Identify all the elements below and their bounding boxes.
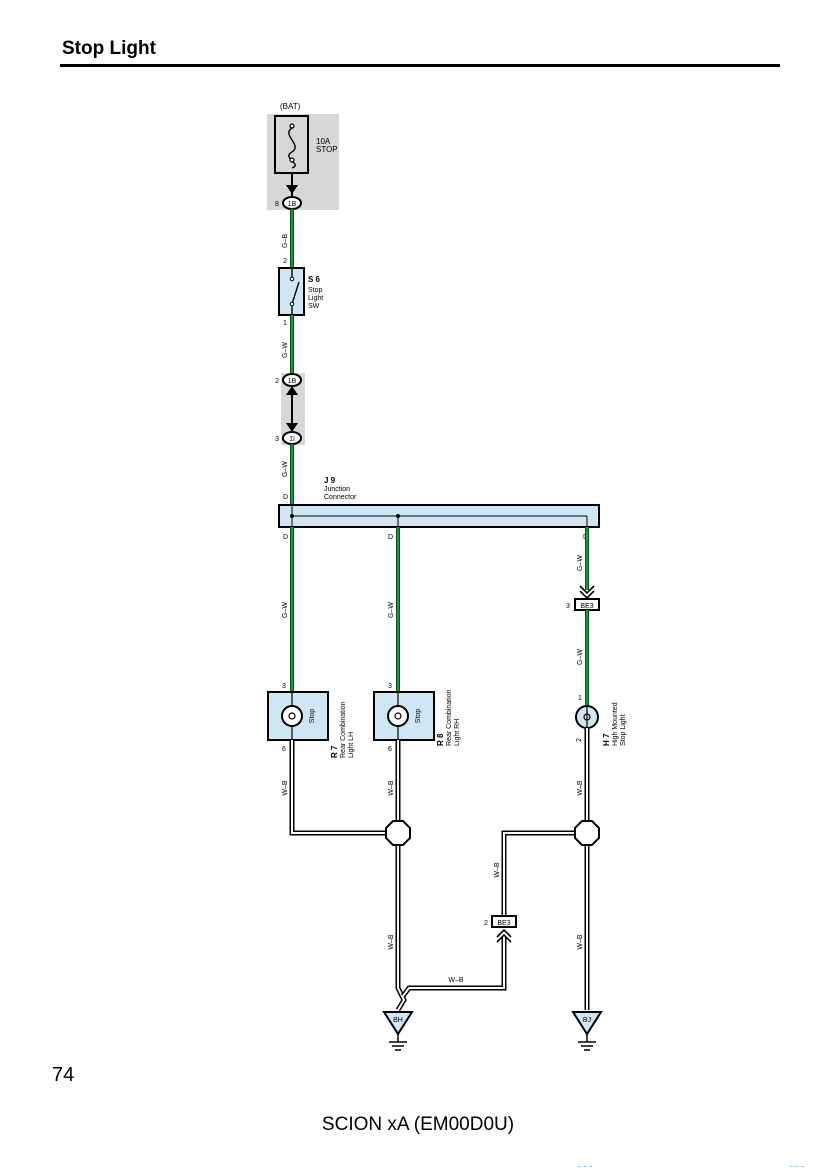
connector-1i-pin: 3 bbox=[275, 436, 279, 443]
chevron-up-icon bbox=[496, 928, 512, 943]
arrow-up-icon bbox=[286, 386, 298, 395]
wire-label-wb-4: W–B bbox=[494, 862, 501, 878]
wire-gb bbox=[290, 209, 294, 268]
r8-code: R 8 bbox=[436, 733, 445, 746]
connector-be3-lower-pin: 2 bbox=[484, 920, 488, 927]
switch-code: S 6 bbox=[308, 275, 321, 284]
fuse-rating: 10A bbox=[316, 137, 331, 146]
junction-pin-in: D bbox=[283, 494, 288, 501]
fuse-name: STOP bbox=[316, 145, 338, 154]
bulb-icon bbox=[575, 705, 599, 729]
connector-be3-upper-label: BE3 bbox=[580, 603, 593, 610]
h7-pin-top: 1 bbox=[578, 695, 582, 702]
h7-name-1: High Mounted bbox=[612, 702, 619, 746]
r8-pin-top: 3 bbox=[388, 683, 392, 690]
ground-icon bbox=[382, 1011, 414, 1051]
ground-bj-label: BJ bbox=[583, 1017, 591, 1024]
wire-label-gw-4: G–W bbox=[388, 602, 395, 618]
wire-label-gw-2: G–W bbox=[282, 461, 289, 477]
junction-pin-out2: D bbox=[388, 534, 393, 541]
connector-1b-top-pin: 8 bbox=[275, 201, 279, 208]
h7-code: H 7 bbox=[602, 733, 611, 746]
wire-label-gw-6: G–W bbox=[577, 649, 584, 665]
decorative-dash-right bbox=[790, 1166, 804, 1167]
r7-name-1: Rear Combination bbox=[340, 701, 347, 758]
wire-label-wb-5: W–B bbox=[388, 934, 395, 950]
junction-name-1: Junction bbox=[324, 486, 350, 493]
wire-label-wb-6: W–B bbox=[577, 934, 584, 950]
page-number: 74 bbox=[52, 1064, 75, 1086]
splice-point-left bbox=[385, 820, 411, 846]
connector-1b-mid-pin: 2 bbox=[275, 378, 279, 385]
connector-be3-upper-pin: 3 bbox=[566, 603, 570, 610]
r8-pin-bottom: 6 bbox=[388, 746, 392, 753]
r7-bulb-label: Stop bbox=[309, 709, 316, 724]
wire-label-gw-5: G–W bbox=[577, 555, 584, 571]
fuse-box-shade bbox=[267, 114, 339, 210]
arrow-down-icon bbox=[286, 423, 298, 432]
r7-name-2: Light LH bbox=[348, 732, 355, 758]
wire-label-wb-3: W–B bbox=[577, 780, 584, 796]
junction-bus bbox=[290, 505, 588, 527]
connector-1b-mid-label: 1B bbox=[288, 378, 297, 385]
wire-label-wb-2: W–B bbox=[388, 780, 395, 796]
junction-code: J 9 bbox=[324, 476, 336, 485]
h7-pin-bottom: 2 bbox=[576, 738, 583, 742]
arrow-down-icon bbox=[286, 185, 298, 194]
r8-name-2: Light RH bbox=[454, 719, 461, 746]
ground-icon bbox=[571, 1011, 603, 1051]
switch-name-1: Stop bbox=[308, 287, 323, 294]
bulb-icon bbox=[387, 692, 409, 740]
page-footer: SCION xA (EM00D0U) bbox=[321, 1114, 515, 1135]
ground-wiring bbox=[289, 728, 590, 1012]
junction-name-2: Connector bbox=[324, 494, 357, 501]
wire-label-gw-1: G–W bbox=[282, 342, 289, 358]
bulb-icon bbox=[281, 692, 303, 740]
connector-1i-label: 1I bbox=[289, 436, 295, 443]
wire-gw-6 bbox=[585, 610, 589, 705]
switch-pin-top: 2 bbox=[283, 258, 287, 265]
wire-gw-2 bbox=[290, 444, 294, 505]
ground-bh-label: BH bbox=[393, 1017, 403, 1024]
switch-name-3: SW bbox=[308, 303, 320, 310]
title-rule bbox=[60, 64, 780, 67]
switch-icon bbox=[289, 268, 300, 315]
wire-gw-3 bbox=[290, 527, 294, 692]
connector-1b-top-label: 1B bbox=[288, 201, 297, 208]
r7-code: R 7 bbox=[330, 745, 339, 758]
rear-light-rh-r8 bbox=[373, 691, 435, 741]
wire-label-wb-7: W–B bbox=[448, 977, 464, 984]
wire-label-gb: G–B bbox=[282, 234, 289, 248]
page-title: Stop Light bbox=[62, 38, 156, 59]
wire-gw-5 bbox=[585, 527, 589, 590]
decorative-dash-left bbox=[578, 1166, 592, 1167]
r7-pin-top: 3 bbox=[282, 683, 286, 690]
wire-label-gw-3: G–W bbox=[282, 602, 289, 618]
r8-name-1: Rear Combination bbox=[446, 689, 453, 746]
h7-name-2: Stop Light bbox=[620, 714, 627, 746]
wire-gw-1 bbox=[290, 315, 294, 374]
bat-label: (BAT) bbox=[280, 102, 301, 111]
r8-bulb-label: Stop bbox=[415, 709, 422, 724]
connector-be3-lower-label: BE3 bbox=[497, 920, 510, 927]
splice-point-right bbox=[574, 820, 600, 846]
junction-pin-out1: D bbox=[283, 534, 288, 541]
wire-gw-4 bbox=[396, 527, 400, 692]
wire-label-wb-1: W–B bbox=[282, 780, 289, 796]
r7-pin-bottom: 6 bbox=[282, 746, 286, 753]
switch-name-2: Light bbox=[308, 295, 323, 302]
switch-pin-bottom: 1 bbox=[283, 320, 287, 327]
connector-be3-lower bbox=[491, 915, 517, 928]
